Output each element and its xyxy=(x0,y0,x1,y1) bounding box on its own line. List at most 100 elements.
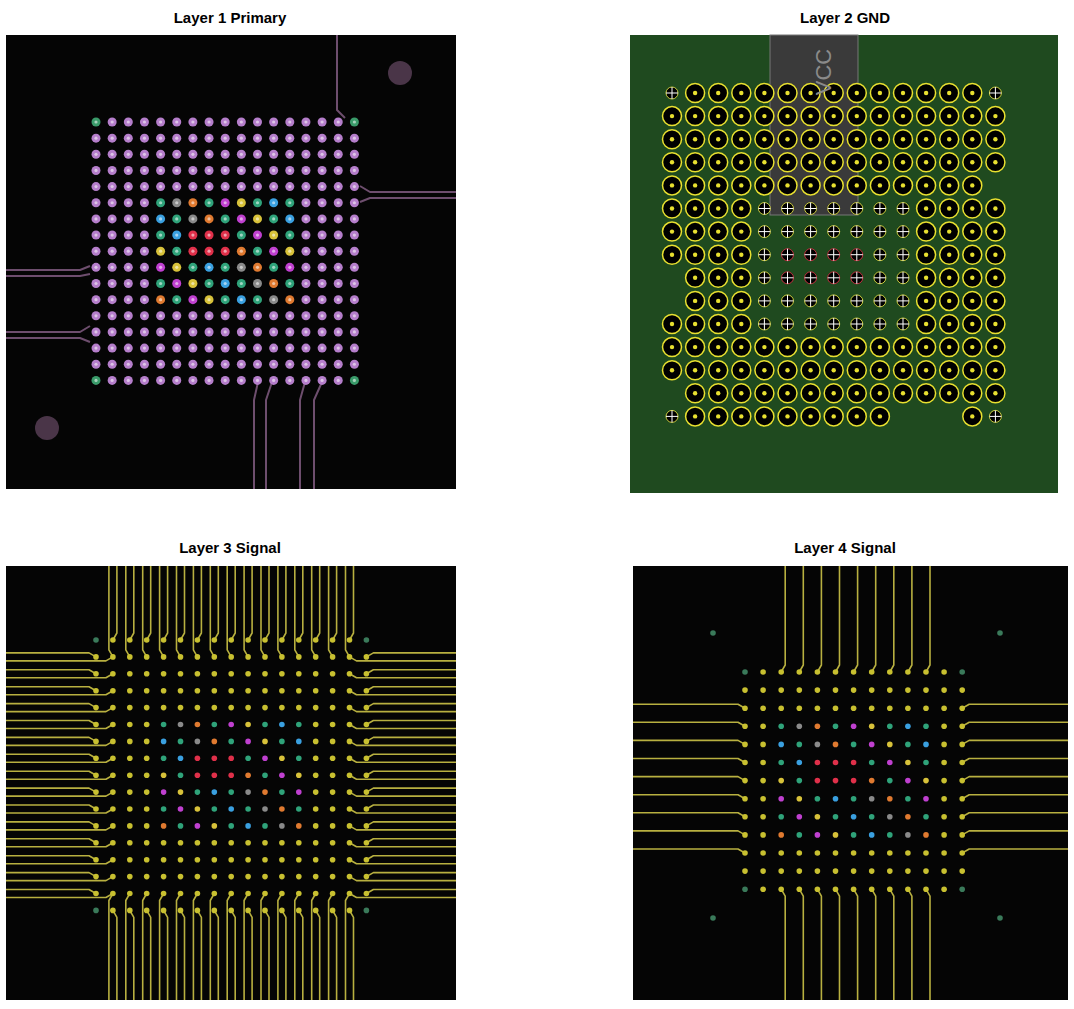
via-pad xyxy=(110,789,116,795)
via-cross xyxy=(787,249,788,261)
antipad xyxy=(663,361,682,380)
pad-dot xyxy=(272,233,275,236)
pad-dot xyxy=(127,201,130,204)
antipad xyxy=(709,84,728,103)
antipad xyxy=(963,130,982,149)
via-pad xyxy=(742,832,748,838)
via-pad xyxy=(262,908,268,914)
via xyxy=(666,410,678,422)
pad-dot xyxy=(272,266,275,269)
antipad xyxy=(986,107,1005,126)
pad-dot xyxy=(272,363,275,366)
pad-dot xyxy=(191,233,194,236)
via-pad xyxy=(923,832,929,838)
via-dot xyxy=(993,206,997,210)
trace xyxy=(210,566,214,657)
trace xyxy=(147,566,151,640)
bga-pad xyxy=(188,376,197,385)
pad-dot xyxy=(240,185,243,188)
via-dot xyxy=(785,391,789,395)
via-pad xyxy=(279,688,285,694)
pad-dot xyxy=(353,201,356,204)
via-pad xyxy=(178,705,184,711)
trace xyxy=(6,822,96,826)
via-pad xyxy=(228,688,234,694)
antipad xyxy=(686,107,705,126)
via-pad xyxy=(851,760,857,766)
trace xyxy=(360,186,456,192)
bga-pad xyxy=(188,327,197,336)
pad-dot xyxy=(337,233,340,236)
via-pad xyxy=(93,874,99,880)
via-pad xyxy=(778,832,784,838)
via-dot xyxy=(993,391,997,395)
via xyxy=(897,249,909,261)
via-dot xyxy=(970,183,974,187)
antipad xyxy=(663,130,682,149)
antipad xyxy=(963,84,982,103)
via-pad xyxy=(178,857,184,863)
bga-pad xyxy=(237,118,246,127)
antipad xyxy=(847,107,866,126)
antipad xyxy=(917,338,936,357)
via-pad xyxy=(212,671,218,677)
antipad xyxy=(870,153,889,172)
pad-dot xyxy=(337,185,340,188)
via-pad xyxy=(330,891,336,897)
pad-dot xyxy=(353,347,356,350)
trace xyxy=(962,849,1068,853)
via-pad xyxy=(144,722,150,728)
via-pad xyxy=(815,742,821,748)
via-pad xyxy=(905,760,911,766)
via xyxy=(851,226,863,238)
bga-pad xyxy=(221,166,230,175)
via xyxy=(758,226,770,238)
antipad xyxy=(986,245,1005,264)
via-dot xyxy=(693,368,697,372)
bga-pad xyxy=(156,263,165,272)
via-pad xyxy=(364,637,370,643)
pad-dot xyxy=(272,217,275,220)
via xyxy=(851,272,863,284)
antipad xyxy=(870,107,889,126)
via-pad xyxy=(161,908,167,914)
via-pad xyxy=(833,886,839,892)
via-pad xyxy=(941,886,947,892)
bga-pad xyxy=(108,118,117,127)
via-pad xyxy=(262,722,268,728)
layer-panel xyxy=(630,35,1058,493)
antipad xyxy=(686,384,705,403)
bga-pad xyxy=(318,376,327,385)
antipad xyxy=(917,107,936,126)
via-pad xyxy=(833,742,839,748)
bga-pad xyxy=(205,344,214,353)
pad-dot xyxy=(159,120,162,123)
antipad xyxy=(801,176,820,195)
bga-pad xyxy=(92,311,101,320)
via-pad xyxy=(364,857,370,863)
trace xyxy=(299,910,303,1000)
via-dot xyxy=(785,414,789,418)
bga-pad xyxy=(301,214,310,223)
via-pad xyxy=(144,823,150,829)
via-pad xyxy=(313,756,319,762)
via-pad xyxy=(228,772,234,778)
via xyxy=(782,295,794,307)
via-pad xyxy=(195,840,201,846)
trace xyxy=(962,831,1068,835)
via-pad xyxy=(127,739,133,745)
via-pad xyxy=(833,705,839,711)
bga-pad xyxy=(92,182,101,191)
via-pad xyxy=(923,796,929,802)
via-pad xyxy=(760,742,766,748)
via-pad xyxy=(313,789,319,795)
via-pad xyxy=(110,908,116,914)
pad-dot xyxy=(207,379,210,382)
via-pad xyxy=(110,705,116,711)
bga-pad xyxy=(318,214,327,223)
via xyxy=(851,203,863,215)
via-pad xyxy=(195,671,201,677)
pad-dot xyxy=(321,153,324,156)
via-pad xyxy=(212,756,218,762)
via-cross xyxy=(787,226,788,238)
